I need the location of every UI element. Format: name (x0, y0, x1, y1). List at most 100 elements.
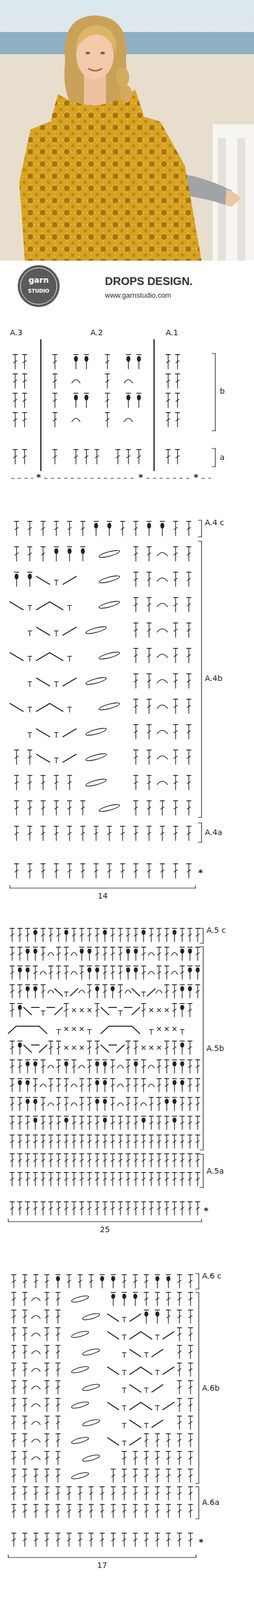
row-bracket (199, 1153, 204, 1155)
single-crochet-symbol (67, 655, 72, 657)
treble-symbol (81, 832, 85, 835)
treble-symbol (28, 781, 32, 784)
treble-symbol (126, 1102, 130, 1105)
treble-symbol (187, 832, 191, 835)
treble-symbol (10, 952, 14, 955)
treble-symbol (166, 1309, 171, 1310)
treble-symbol (156, 1171, 162, 1173)
treble-symbol (25, 1207, 30, 1210)
treble-symbol (187, 679, 191, 682)
x-stitch-symbol (80, 1045, 84, 1050)
chain-loop-symbol (98, 701, 120, 712)
treble-symbol (67, 869, 72, 872)
chain-arch-symbol (140, 1102, 147, 1107)
single-crochet-symbol (122, 1352, 127, 1353)
chain-symbol (36, 703, 50, 712)
x-stitch-symbol (165, 1008, 169, 1012)
single-crochet-symbol (28, 630, 33, 632)
bobble-symbol (133, 1291, 138, 1293)
row-bracket (212, 430, 216, 431)
bobble-symbol (96, 991, 98, 998)
treble-symbol (177, 1309, 182, 1310)
treble-symbol (133, 596, 139, 598)
treble-symbol (87, 1096, 92, 1098)
bobble-symbol (75, 361, 77, 369)
treble-symbol (106, 418, 110, 421)
bobble-symbol (133, 1059, 139, 1060)
treble-symbol (110, 1059, 115, 1060)
treble-symbol (188, 1207, 192, 1210)
treble-symbol (79, 1077, 84, 1079)
row-bracket (198, 536, 202, 537)
treble-symbol (166, 1456, 171, 1459)
treble-symbol (118, 983, 123, 985)
treble-symbol (80, 520, 86, 522)
chain-arch-symbol (31, 1438, 41, 1443)
bobble-symbol (187, 948, 192, 954)
bobble-symbol (87, 965, 92, 966)
treble-symbol (165, 1177, 169, 1180)
treble-symbol (77, 1485, 83, 1487)
treble-symbol (87, 1083, 92, 1087)
treble-symbol (136, 448, 142, 450)
treble-symbol (72, 1177, 76, 1180)
treble-symbol (173, 698, 178, 700)
treble-symbol (71, 1134, 77, 1135)
treble-symbol (25, 1121, 30, 1124)
treble-symbol (56, 1177, 61, 1180)
treble-symbol (156, 1200, 162, 1202)
chain-arch-symbol (117, 1065, 124, 1069)
treble-symbol (118, 946, 123, 947)
treble-symbol (166, 399, 171, 402)
bobble-symbol (141, 927, 146, 929)
treble-symbol (23, 418, 27, 421)
treble-symbol (9, 1040, 15, 1041)
treble-symbol (118, 927, 123, 929)
treble-symbol (88, 1273, 94, 1275)
treble-symbol (188, 1279, 193, 1283)
treble-symbol (53, 373, 58, 374)
single-crochet-symbol (67, 605, 72, 606)
treble-symbol (118, 1177, 123, 1180)
bobble-symbol (189, 953, 190, 961)
treble-symbol (175, 373, 181, 374)
treble-symbol (173, 520, 178, 522)
treble-symbol (133, 927, 139, 929)
treble-symbol (40, 1096, 46, 1098)
treble-symbol (87, 1200, 92, 1202)
treble-symbol (133, 800, 139, 801)
treble-symbol (125, 1171, 131, 1173)
treble-symbol (45, 1279, 49, 1283)
bobble-symbol (128, 400, 129, 408)
treble-symbol (48, 1171, 54, 1173)
single-crochet-symbol (28, 706, 33, 708)
bobble-symbol (96, 1085, 98, 1092)
treble-symbol (188, 1065, 192, 1068)
braid (119, 85, 132, 103)
treble-symbol (187, 654, 191, 657)
treble-symbol (33, 1134, 38, 1135)
chain-symbol (54, 988, 63, 996)
treble-symbol (188, 1309, 193, 1310)
treble-symbol (41, 869, 45, 872)
treble-symbol (80, 1102, 84, 1105)
treble-symbol (173, 546, 178, 547)
treble-symbol (134, 806, 138, 809)
treble-symbol (166, 1297, 171, 1300)
chain-loop-symbol (71, 1294, 90, 1304)
treble-symbol (172, 1159, 177, 1162)
treble-symbol (87, 1115, 92, 1116)
chain-symbol (62, 754, 77, 762)
treble-symbol (110, 1468, 116, 1469)
treble-symbol (25, 927, 30, 929)
bobble-symbol (86, 361, 87, 369)
treble-symbol (177, 1474, 182, 1477)
treble-symbol (17, 983, 23, 985)
bobble-symbol (88, 953, 90, 961)
treble-symbol (125, 1134, 131, 1135)
treble-symbol (122, 1485, 127, 1487)
treble-symbol (133, 571, 139, 573)
treble-symbol (188, 1273, 193, 1275)
single-crochet-symbol (123, 1405, 125, 1410)
treble-symbol (125, 1115, 131, 1116)
